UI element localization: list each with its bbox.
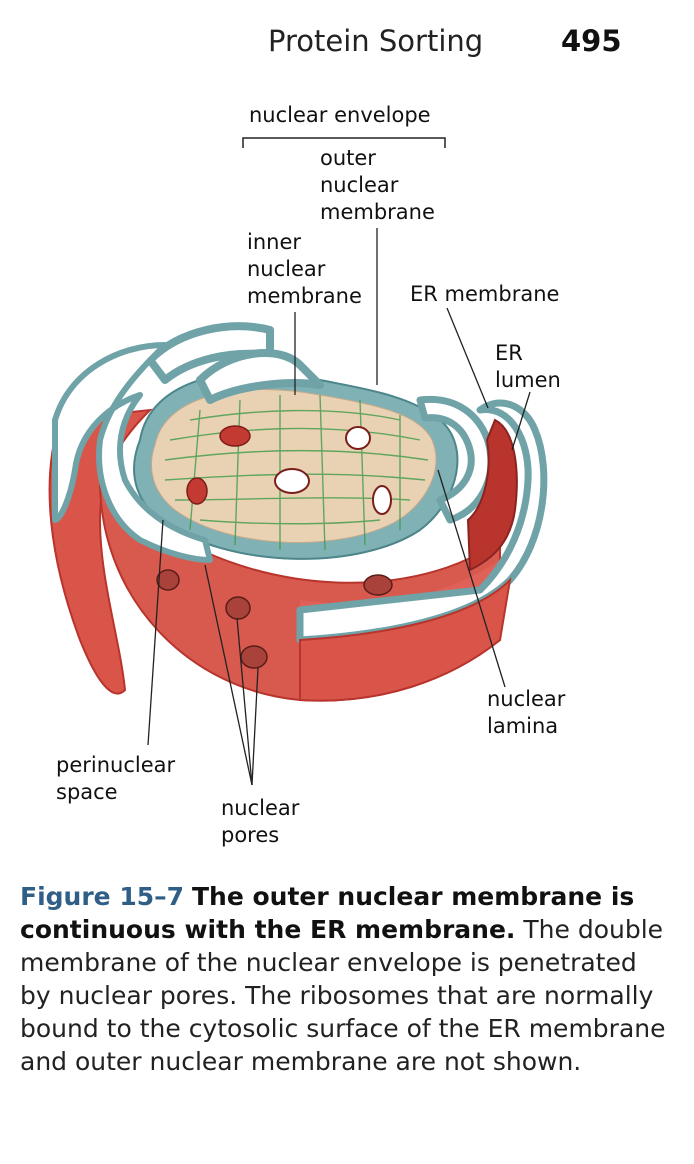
nucleoplasm xyxy=(151,388,437,543)
nuclear-pore xyxy=(225,596,251,620)
figure-caption: Figure 15–7 The outer nuclear membrane i… xyxy=(20,880,670,1078)
er-red-flap-right xyxy=(466,418,518,572)
leader-lines xyxy=(147,228,531,786)
nuclear-pore xyxy=(219,425,251,447)
label-er-membrane: ER membrane xyxy=(410,282,560,306)
label-nuclear-pores: nuclear pores xyxy=(221,796,300,847)
er-sheet-right xyxy=(416,395,495,524)
nuclear-pore xyxy=(240,645,268,669)
nuclear-pore xyxy=(363,574,393,596)
label-outer-nuclear-membrane: outer nuclear membrane xyxy=(320,146,435,224)
nuclear-envelope-bracket xyxy=(242,137,446,148)
label-inner-nuclear-membrane: inner nuclear membrane xyxy=(247,230,362,308)
page-number: 495 xyxy=(561,24,622,58)
er-red-wall-right xyxy=(299,577,512,702)
label-nuclear-lamina: nuclear lamina xyxy=(487,687,566,738)
figure-number: Figure 15–7 xyxy=(20,882,185,911)
nuclear-pore xyxy=(274,468,310,494)
nuclear-pore xyxy=(156,569,180,591)
figure-caption-body: The double membrane of the nuclear envel… xyxy=(20,915,666,1076)
figure-title: The outer nuclear membrane is continuous… xyxy=(20,882,635,944)
nuclear-pore xyxy=(186,477,208,505)
label-nuclear-envelope: nuclear envelope xyxy=(249,103,431,127)
er-sheet-left-arc xyxy=(52,342,213,563)
nuclear-pore xyxy=(345,426,371,450)
label-er-lumen: ER lumen xyxy=(495,341,561,392)
nuclear-envelope-illustration xyxy=(48,137,548,786)
label-perinuclear-space: perinuclear space xyxy=(56,753,176,804)
nuclear-pore xyxy=(372,485,392,515)
er-sheet-top-left xyxy=(146,322,274,384)
er-sheet-top xyxy=(196,349,324,404)
section-title: Protein Sorting xyxy=(268,24,484,58)
